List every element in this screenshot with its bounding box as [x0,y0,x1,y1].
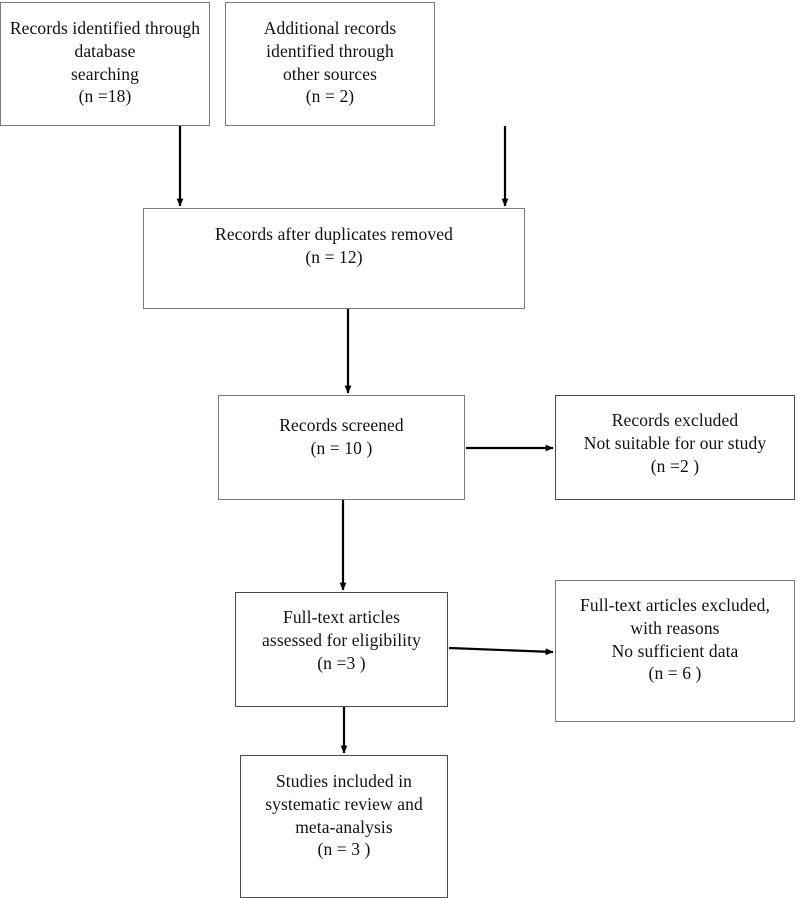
node-text: Records excluded Not suitable for our st… [583,410,767,476]
studies-included-in-systematic-review-box: Studies included in systematic review an… [240,755,448,898]
node-text: Records screened (n = 10 ) [279,415,404,458]
arrow-fulltext-to-fulltext-excluded [448,646,554,656]
node-text: Studies included in systematic review an… [265,771,423,860]
additional-records-identified-through-other-sources-box: Additional records identified through ot… [225,2,435,126]
node-text: Full-text articles assessed for eligibil… [262,607,421,673]
records-excluded-box: Records excluded Not suitable for our st… [555,395,795,500]
full-text-articles-assessed-for-eligibility-box: Full-text articles assessed for eligibil… [235,592,448,707]
node-text: Full-text articles excluded, with reason… [580,595,770,684]
node-text: Records identified through database sear… [9,18,201,107]
node-text: Additional records identified through ot… [263,18,397,107]
records-screened-box: Records screened (n = 10 ) [218,395,465,500]
records-identified-through-database-searching-box: Records identified through database sear… [0,2,210,126]
records-after-duplicates-removed-box: Records after duplicates removed (n = 12… [143,208,525,309]
node-text: Records after duplicates removed (n = 12… [215,224,453,267]
full-text-articles-excluded-with-reasons-box: Full-text articles excluded, with reason… [555,580,795,722]
